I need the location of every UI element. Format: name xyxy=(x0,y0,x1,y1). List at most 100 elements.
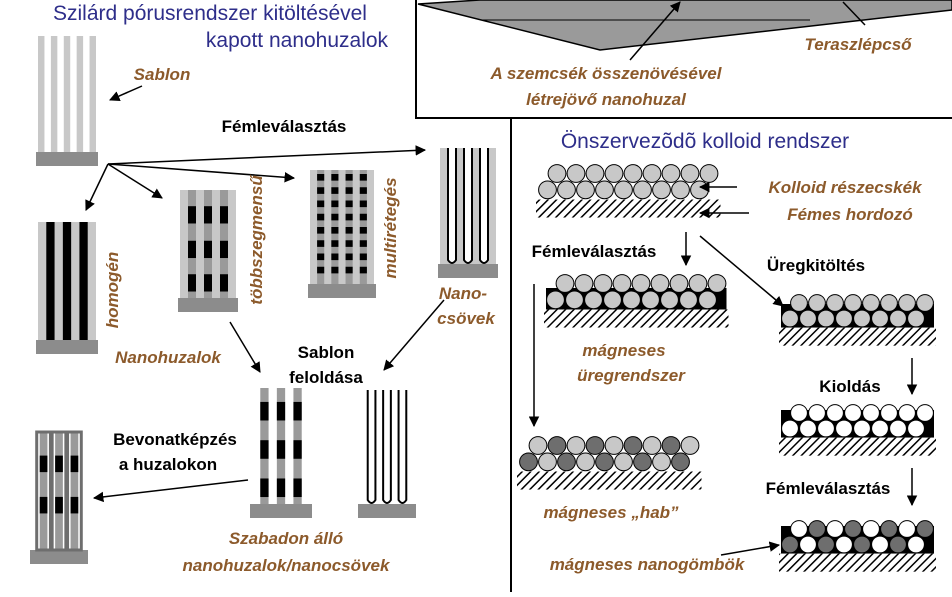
colloid-particle xyxy=(880,294,898,312)
colloid-particle xyxy=(576,180,595,200)
magnetic-nanospheres-structure xyxy=(779,520,936,572)
colloid-particle xyxy=(650,274,670,293)
wire-segment xyxy=(293,401,302,421)
colloid-particle xyxy=(790,294,808,312)
wire-segment xyxy=(220,274,228,292)
colloid-particle xyxy=(853,535,871,554)
wire-coating xyxy=(35,430,52,552)
wire xyxy=(79,222,88,340)
wire-segment xyxy=(260,478,269,498)
colloid-particle xyxy=(680,436,700,455)
colloid-particle xyxy=(642,436,662,455)
colloid-particle xyxy=(790,520,808,538)
wire-segment xyxy=(293,440,302,459)
pore xyxy=(83,36,90,152)
colloid-particle xyxy=(566,164,586,183)
wire-layer xyxy=(345,227,353,234)
colloid-on-substrate xyxy=(536,164,721,218)
left-panel-title-line1: Szilárd pórusrendszer kitöltésével xyxy=(53,2,367,25)
wire-layer xyxy=(331,240,339,247)
colloid-particle xyxy=(652,180,671,200)
colloid-particle xyxy=(519,452,538,472)
grain-nanowire-label-line1: A szemcsék összenövésével xyxy=(490,64,723,83)
colloid-particle xyxy=(538,452,557,472)
colloid-particle xyxy=(898,520,916,538)
pore xyxy=(70,36,77,152)
colloid-particle xyxy=(907,535,925,554)
colloid-particle xyxy=(862,520,880,538)
colloid-particle xyxy=(576,452,595,472)
colloid-particle xyxy=(593,274,613,293)
colloid-particle xyxy=(623,436,643,455)
colloid-particle xyxy=(603,290,622,310)
wire-layer xyxy=(331,266,339,274)
wire-segment xyxy=(293,478,302,498)
wire-segment xyxy=(220,240,228,259)
wire-segment xyxy=(204,274,212,292)
wire-segment xyxy=(39,455,48,473)
colloid-particle xyxy=(826,520,844,538)
nanowires-label: Nanohuzalok xyxy=(115,348,222,367)
coating-label-line1: Bevonatképzés xyxy=(113,430,237,449)
colloid-particle xyxy=(853,419,871,438)
arrow-to-multilayer xyxy=(107,163,296,183)
colloid-particle xyxy=(690,180,709,200)
colloid-particle xyxy=(661,164,681,183)
colloid-particle xyxy=(898,404,916,422)
wire-layer xyxy=(359,227,367,234)
metal-substrate xyxy=(779,437,936,456)
colloid-particle xyxy=(844,294,862,312)
terrace-step-label: Teraszlépcső xyxy=(804,35,912,54)
arrow-dissolve-tubes xyxy=(383,299,445,371)
multisegment-nanowires xyxy=(178,190,238,312)
colloid-particle xyxy=(835,419,853,438)
freestanding-label-line1: Szabadon álló xyxy=(229,529,343,548)
colloid-particle xyxy=(604,436,624,455)
wire-layer xyxy=(359,253,367,261)
colloid-particle xyxy=(538,180,557,200)
colloid-particle xyxy=(898,294,916,312)
metal-substrate xyxy=(544,309,729,328)
colloid-particle xyxy=(622,290,641,310)
magnetic-cavity-structure xyxy=(544,274,729,328)
colloid-particle xyxy=(623,164,643,183)
colloid-particle xyxy=(781,419,799,438)
colloid-particle xyxy=(707,274,727,293)
deposition-branch-arrows xyxy=(85,145,427,211)
wire-layer xyxy=(317,213,325,221)
colloid-particle xyxy=(871,535,889,554)
colloid-particle xyxy=(817,419,835,438)
wire-segment xyxy=(188,240,196,259)
right-metal-deposition-2-label: Fémleválasztás xyxy=(766,479,891,498)
wire-segment xyxy=(204,206,212,224)
colloid-particle xyxy=(557,180,576,200)
wire-segment xyxy=(276,401,286,421)
colloid-particle xyxy=(633,452,652,472)
colloid-particle xyxy=(631,274,651,293)
colloid-particle xyxy=(799,535,817,554)
nanotubes-in-template xyxy=(438,148,498,278)
colloid-particle xyxy=(614,452,633,472)
cavity-filling-label: Üregkitöltés xyxy=(767,256,865,275)
magnetic-cavity-label-line1: mágneses xyxy=(582,341,665,360)
nanotubes-label-line1: Nano- xyxy=(439,284,488,303)
template-base xyxy=(438,264,498,278)
colloid-particle xyxy=(565,290,584,310)
grain-nanowire-label-line2: létrejövő nanohuzal xyxy=(526,90,687,109)
wire-segment xyxy=(55,496,63,514)
magnetic-cavity-label-line2: üregrendszer xyxy=(577,366,686,385)
wire-layer xyxy=(359,174,367,181)
coated-nanowires xyxy=(30,430,88,564)
wire-layer xyxy=(331,253,339,261)
colloid-particle xyxy=(853,309,871,328)
arrow-coating xyxy=(92,479,249,503)
colloid-particle xyxy=(612,274,632,293)
colloid-particle xyxy=(660,290,679,310)
multisegment-label: többszegmensű xyxy=(247,174,266,305)
template-base xyxy=(36,152,98,166)
wire-layer xyxy=(317,174,325,181)
colloid-particle xyxy=(907,309,925,328)
wire-segment xyxy=(188,274,196,292)
